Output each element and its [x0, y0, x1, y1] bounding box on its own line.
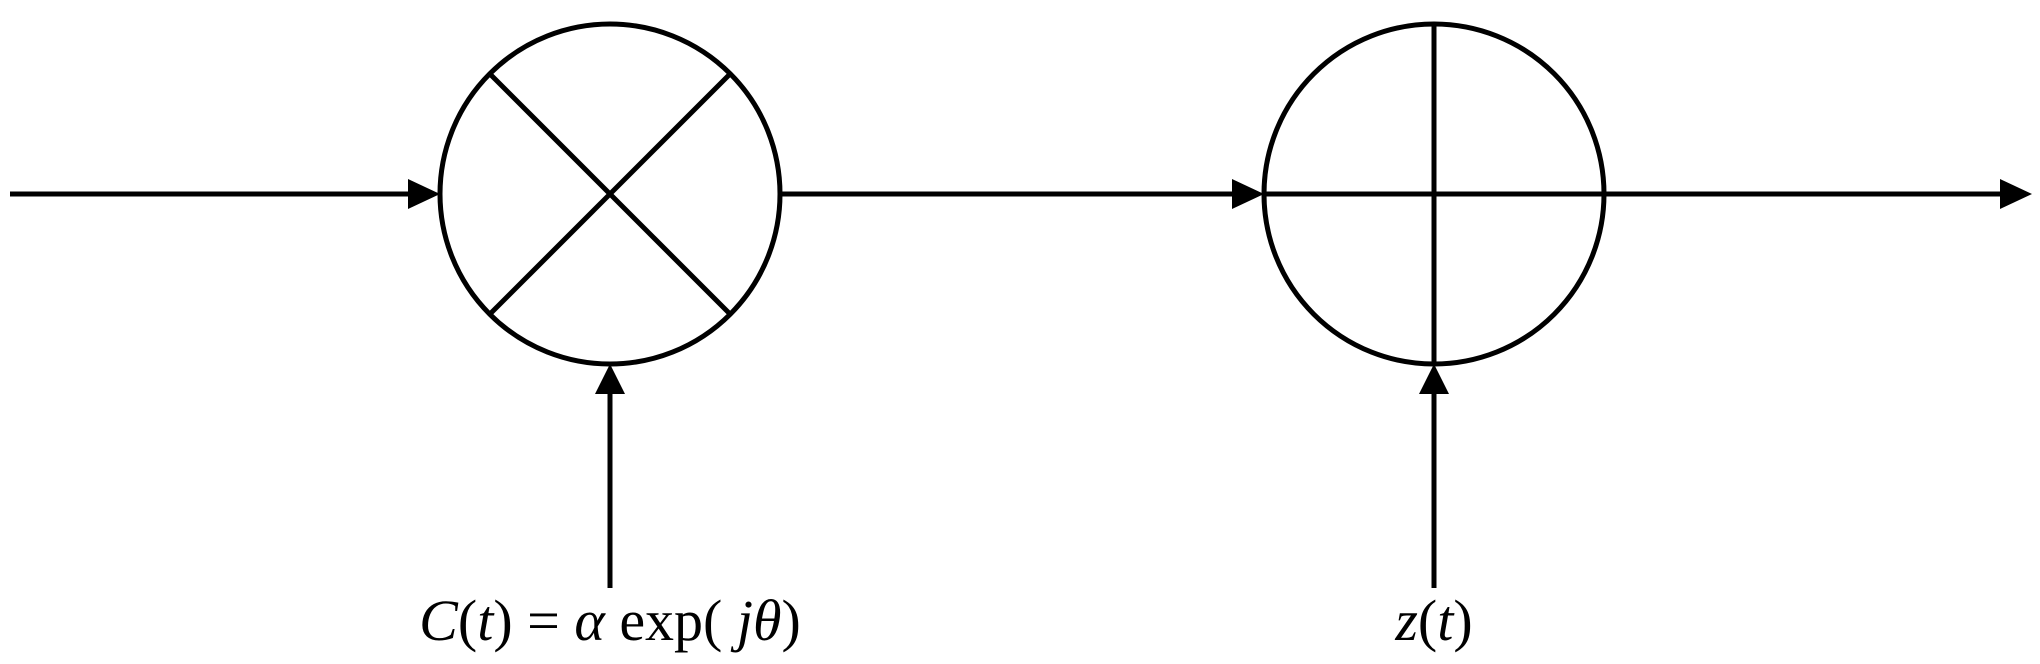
intermediate-arrow [780, 179, 1264, 209]
output-arrow [1604, 179, 2032, 209]
adder-node [1261, 21, 1607, 367]
noise-arrow [1419, 364, 1449, 588]
multiply-cross-line-2 [488, 72, 732, 316]
channel-gain-label: C(t) = α exp( jθ) [419, 588, 801, 653]
multiplier-node [437, 21, 783, 367]
input-arrow [10, 179, 440, 209]
channel-gain-arrow [595, 364, 625, 588]
noise-label: z(t) [1394, 588, 1472, 653]
